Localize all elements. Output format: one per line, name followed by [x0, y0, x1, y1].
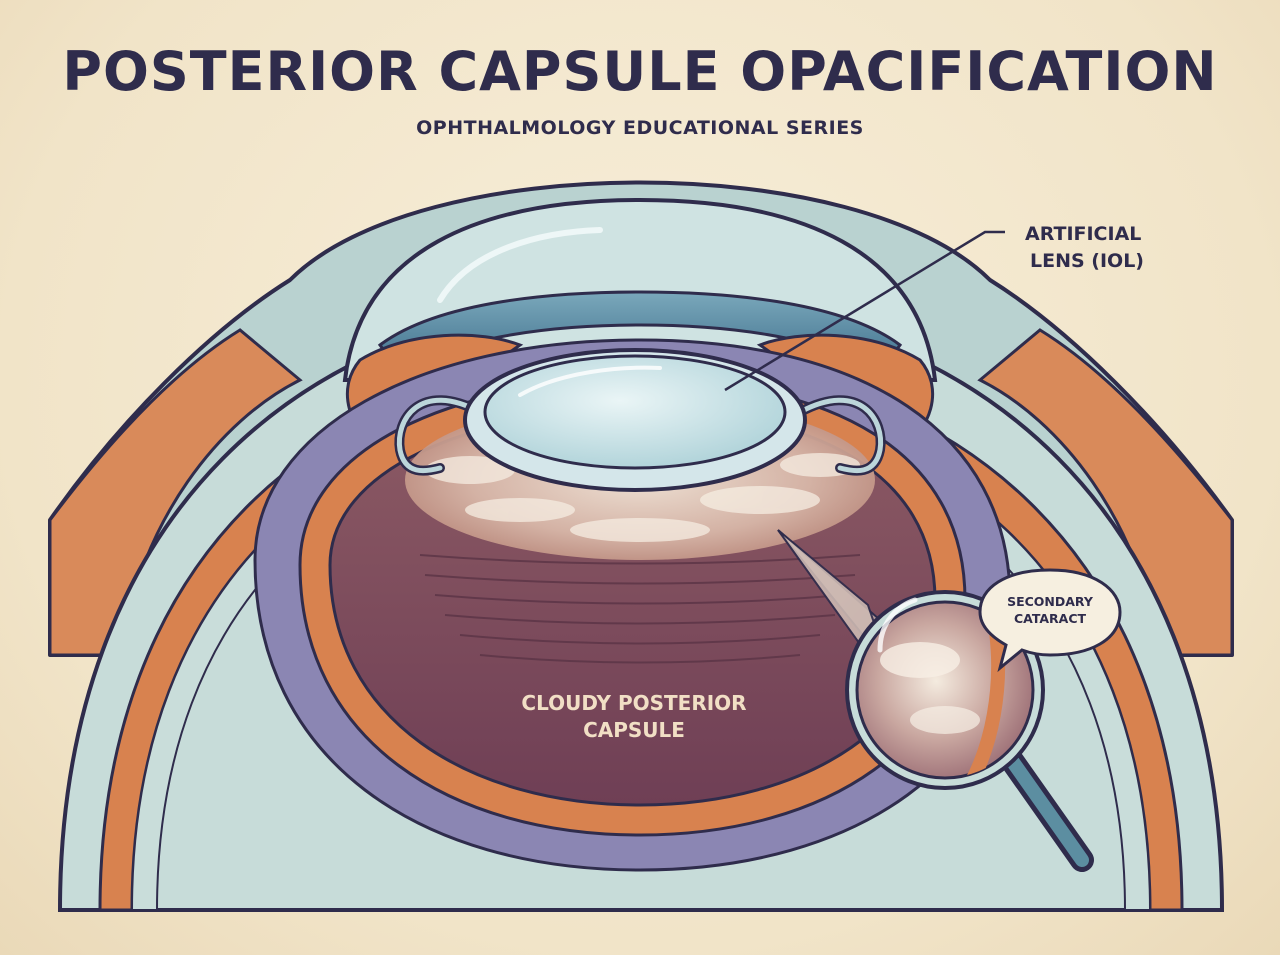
magnifying-glass-icon	[845, 590, 1094, 872]
iol-haptic-right-inner	[797, 397, 884, 474]
page-subtitle: OPHTHALMOLOGY EDUCATIONAL SERIES	[416, 117, 864, 139]
label-secondary-cataract-line2: CATARACT	[1014, 611, 1087, 626]
label-cloudy-capsule-line1: CLOUDY POSTERIOR	[521, 691, 746, 715]
label-cloudy-capsule-line2: CAPSULE	[583, 718, 685, 742]
iol-highlight	[518, 365, 662, 397]
iol-haptic-left-inner	[396, 397, 483, 474]
leader-line-iol	[724, 230, 1005, 392]
cloud-wisps	[425, 453, 860, 542]
label-artificial-lens-line2: LENS (IOL)	[1030, 250, 1144, 272]
label-secondary-cataract-line1: SECONDARY	[1007, 594, 1094, 609]
label-artificial-lens-line1: ARTIFICIAL	[1025, 223, 1141, 245]
iol-optic	[483, 354, 787, 470]
iris	[377, 290, 903, 374]
cornea-highlight	[437, 227, 603, 303]
speech-bubble-icon	[978, 568, 1122, 673]
page-title: POSTERIOR CAPSULE OPACIFICATION	[62, 40, 1218, 103]
